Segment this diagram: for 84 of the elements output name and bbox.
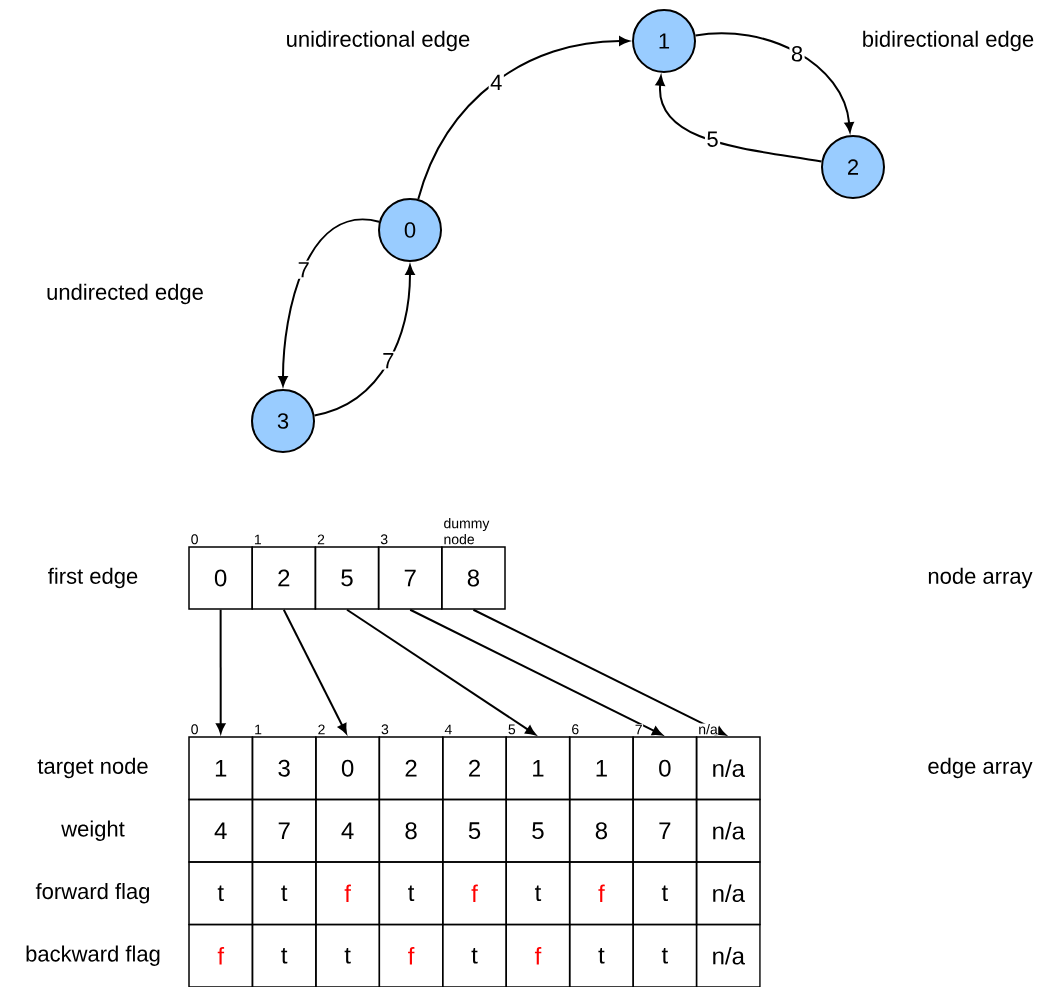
table-cell: 4 — [315, 798, 381, 863]
row-label: weight — [61, 820, 125, 841]
array-cell: 2 — [378, 736, 444, 801]
table-cell: f — [505, 923, 571, 987]
table-cell: t — [632, 861, 698, 926]
table-cell: 5 — [505, 798, 571, 863]
index-label: dummy node — [443, 517, 494, 545]
table-cell: f — [188, 923, 254, 987]
array-title: node array — [928, 567, 1033, 589]
index-label: 0 — [190, 723, 199, 735]
table-cell: 7 — [632, 798, 698, 863]
array-cell: n/a — [695, 736, 761, 801]
edge-label: 8 — [789, 44, 805, 64]
edge-type-label: bidirectional edge — [863, 30, 1034, 52]
index-label: 1 — [253, 724, 263, 735]
index-label: 2 — [317, 724, 326, 735]
index-label: 2 — [316, 534, 326, 545]
table-cell: t — [505, 861, 571, 926]
table-cell: n/a — [695, 861, 761, 926]
array-cell: 2 — [442, 736, 507, 801]
arrow — [655, 75, 823, 163]
graph-node: 0 — [378, 198, 442, 262]
edge-type-label: unidirectional edge — [287, 30, 470, 52]
table-cell: t — [188, 861, 254, 926]
index-label: 6 — [570, 723, 580, 735]
index-label: 3 — [380, 723, 390, 735]
table-cell: f — [442, 861, 507, 926]
array-cell: 8 — [441, 546, 506, 610]
table-cell: 8 — [568, 798, 634, 863]
table-cell: t — [251, 861, 317, 926]
edge-label: 4 — [488, 73, 504, 92]
table-cell: t — [251, 923, 317, 987]
table-cell: 5 — [442, 798, 507, 863]
table-cell: t — [568, 923, 634, 987]
row-label: forward flag — [35, 882, 150, 904]
arrow — [313, 264, 415, 417]
arrow — [278, 218, 381, 387]
array-cell: 2 — [251, 546, 317, 610]
index-label: 0 — [190, 533, 199, 545]
graph-node: 1 — [632, 9, 696, 73]
table-cell: n/a — [695, 798, 761, 863]
arrow — [346, 608, 536, 736]
edge-label: 5 — [704, 130, 721, 149]
table-cell: t — [315, 923, 381, 987]
index-label: 3 — [379, 533, 389, 545]
table-cell: 8 — [378, 798, 444, 863]
array-title: edge array — [928, 757, 1033, 779]
table-cell: 4 — [188, 798, 254, 863]
array-cell: 0 — [632, 736, 698, 801]
array-cell: 1 — [568, 736, 634, 801]
table-cell: 7 — [251, 798, 317, 863]
index-label: 4 — [444, 724, 453, 735]
row-label: backward flag — [26, 945, 160, 966]
array-cell: 0 — [188, 546, 253, 610]
table-cell: t — [632, 923, 698, 987]
array-cell: 7 — [377, 546, 443, 610]
edge-label: 7 — [380, 351, 396, 370]
edge-type-label: undirected edge — [47, 283, 203, 305]
table-cell: f — [568, 861, 634, 926]
table-cell: f — [315, 861, 381, 926]
table-cell: t — [378, 861, 444, 926]
edge-label: 7 — [296, 260, 312, 279]
row-label: target node — [37, 757, 148, 779]
table-cell: f — [378, 923, 444, 987]
array-cell: 1 — [505, 736, 571, 801]
graph-node: 2 — [821, 135, 885, 199]
arrow — [417, 36, 630, 201]
table-cell: t — [442, 923, 507, 987]
arrow — [282, 608, 347, 734]
arrow — [409, 608, 663, 736]
arrow — [472, 608, 726, 736]
table-cell: n/a — [695, 923, 761, 987]
array-cell: 1 — [188, 736, 254, 801]
arrow — [694, 32, 854, 133]
index-label: 5 — [507, 724, 517, 735]
index-label: n/a — [697, 723, 719, 735]
row-label: first edge — [48, 567, 138, 589]
array-cell: 0 — [315, 736, 381, 801]
arrow — [216, 608, 226, 734]
array-cell: 3 — [251, 736, 317, 801]
index-label: 7 — [634, 724, 644, 735]
array-cell: 5 — [314, 546, 380, 610]
index-label: 1 — [253, 534, 263, 545]
graph-node: 3 — [251, 389, 315, 453]
